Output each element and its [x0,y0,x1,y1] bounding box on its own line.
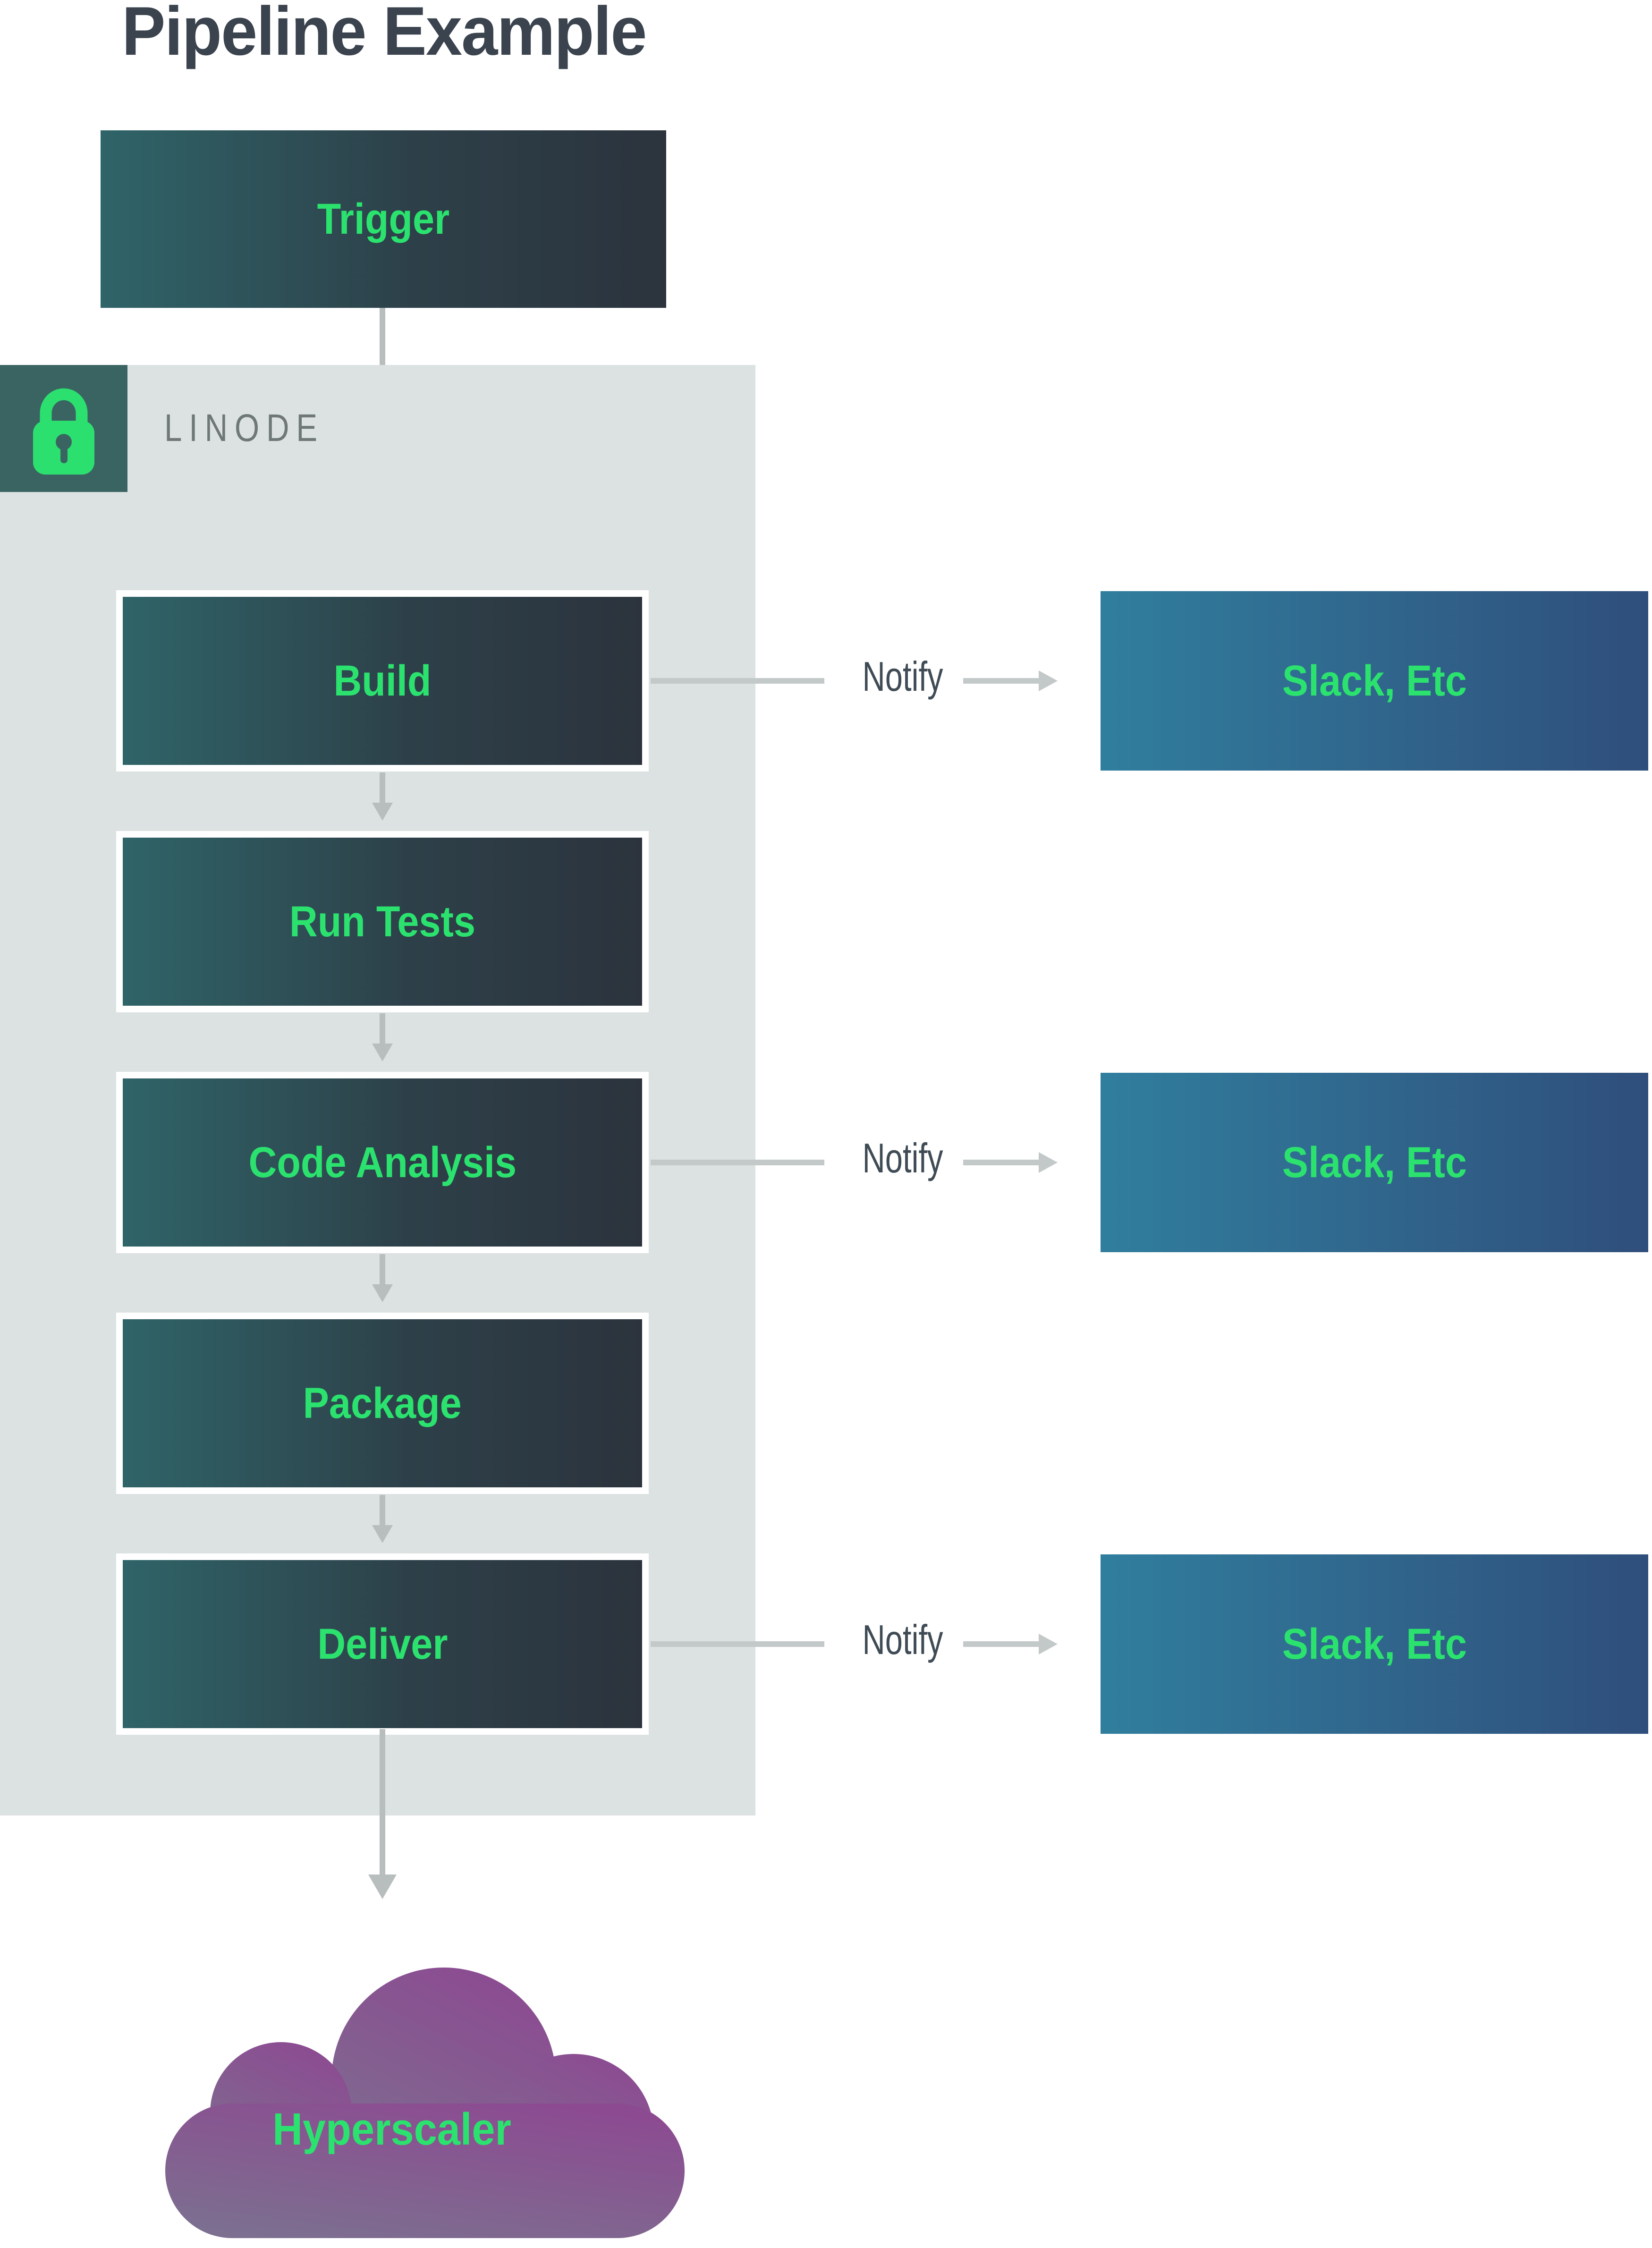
node-deliver: Deliver [116,1553,649,1735]
notify-arrow-build-head [1039,670,1058,691]
notify-line-codeanalysis [651,1160,824,1165]
notify-arrow-deliver-stem [963,1641,1039,1647]
cloud-icon [165,1968,685,2238]
node-package-label: Package [303,1379,462,1427]
node-hyperscaler-label: Hyperscaler [272,2104,511,2155]
node-trigger-label: Trigger [317,195,450,243]
node-package: Package [116,1313,649,1494]
notify-line-deliver [651,1641,824,1647]
lock-icon [33,388,94,475]
notify-line-build [651,678,824,684]
notify-arrow-build-stem [963,678,1039,684]
node-run-tests-label: Run Tests [289,897,476,946]
arrow-package-to-deliver-stem [380,1495,385,1526]
arrow-codeanalysis-to-package-stem [380,1254,385,1285]
arrow-codeanalysis-to-package-head [372,1284,393,1302]
node-code-analysis: Code Analysis [116,1072,649,1253]
node-build: Build [116,590,649,772]
notify-label-build: Notify [862,653,943,700]
notify-arrow-codeanalysis-stem [963,1160,1039,1165]
notify-label-codeanalysis: Notify [862,1135,943,1181]
linode-label: LINODE [164,407,324,450]
arrow-deliver-to-cloud-stem [380,1729,385,1875]
node-hyperscaler-cloud [146,1964,685,2238]
arrow-runtests-to-codeanalysis-stem [380,1013,385,1044]
arrow-build-to-runtests-head [372,803,393,821]
node-slack-codeanalysis-label: Slack, Etc [1282,1138,1467,1187]
arrow-deliver-to-cloud-head [368,1875,397,1899]
node-slack-build: Slack, Etc [1101,591,1648,771]
node-code-analysis-label: Code Analysis [248,1138,517,1187]
node-deliver-label: Deliver [317,1620,448,1668]
node-slack-build-label: Slack, Etc [1282,656,1467,705]
notify-arrow-codeanalysis-head [1039,1152,1058,1173]
node-slack-deliver-label: Slack, Etc [1282,1620,1467,1668]
notify-label-deliver: Notify [862,1616,943,1663]
page-title: Pipeline Example [122,0,647,69]
node-run-tests: Run Tests [116,831,649,1012]
arrow-package-to-deliver-head [372,1525,393,1543]
node-trigger: Trigger [101,130,666,308]
lock-square [0,365,127,492]
node-slack-deliver: Slack, Etc [1101,1554,1648,1734]
node-build-label: Build [333,656,432,705]
notify-arrow-deliver-head [1039,1634,1058,1654]
node-slack-codeanalysis: Slack, Etc [1101,1073,1648,1252]
arrow-runtests-to-codeanalysis-head [372,1043,393,1061]
arrow-build-to-runtests-stem [380,772,385,804]
